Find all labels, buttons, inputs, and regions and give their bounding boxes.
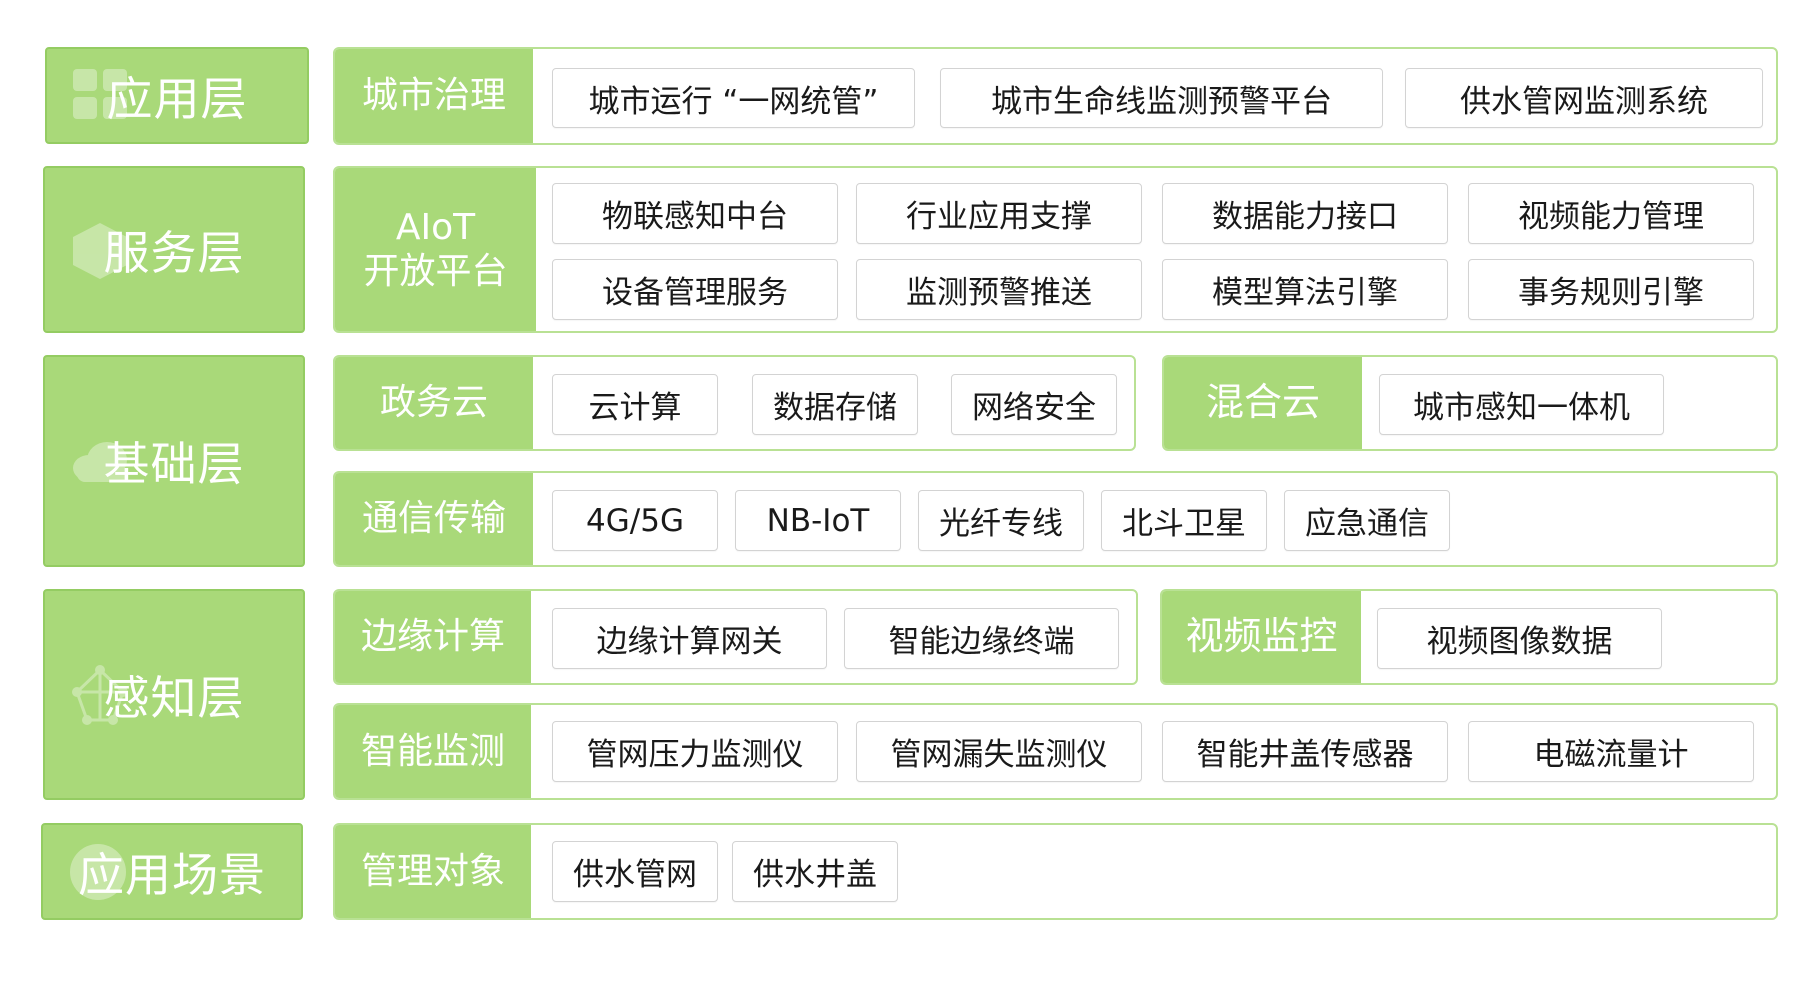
hybrid-cloud-title: 混合云: [1164, 357, 1362, 449]
app-grid-icon: [73, 68, 127, 119]
communication-item: 4G/5G: [552, 490, 718, 551]
management-objects-item: 供水井盖: [732, 841, 898, 902]
communication-item: NB-IoT: [735, 490, 901, 551]
communication-item: 北斗卫星: [1101, 490, 1267, 551]
edge-computing-item: 智能边缘终端: [844, 608, 1119, 669]
cube-icon: [73, 222, 127, 279]
video-monitoring-item: 视频图像数据: [1377, 608, 1662, 669]
video-monitoring-title: 视频监控: [1162, 591, 1361, 683]
panel-aiot: AIoT 开放平台 物联感知中台 行业应用支撑 数据能力接口 视频能力管理 设备…: [333, 166, 1778, 333]
layer-service-label: 服务层: [103, 225, 245, 280]
layer-scenario: 应用场景: [41, 823, 303, 920]
gov-cloud-item: 数据存储: [752, 374, 918, 435]
panel-edge-computing: 边缘计算 边缘计算网关 智能边缘终端: [333, 589, 1138, 685]
network-icon: [72, 664, 128, 725]
smart-monitoring-item: 智能井盖传感器: [1162, 721, 1448, 782]
city-governance-item: 供水管网监测系统: [1405, 68, 1763, 128]
hybrid-cloud-item: 城市感知一体机: [1379, 374, 1664, 435]
gov-cloud-item: 网络安全: [951, 374, 1117, 435]
aiot-item: 视频能力管理: [1468, 183, 1754, 244]
city-governance-title: 城市治理: [335, 49, 533, 143]
layer-application: 应用层: [45, 47, 309, 144]
layer-perception: 感知层: [43, 589, 305, 800]
layer-application-label: 应用层: [106, 71, 248, 126]
aiot-item: 数据能力接口: [1162, 183, 1448, 244]
panel-communication: 通信传输 4G/5G NB-IoT 光纤专线 北斗卫星 应急通信: [333, 471, 1778, 567]
layer-foundation: 基础层: [43, 355, 305, 567]
layer-foundation-label: 基础层: [103, 437, 245, 491]
city-governance-item: 城市运行 “一网统管”: [552, 68, 915, 128]
panel-smart-monitoring: 智能监测 管网压力监测仪 管网漏失监测仪 智能井盖传感器 电磁流量计: [333, 703, 1778, 800]
smart-monitoring-item: 管网漏失监测仪: [856, 721, 1142, 782]
communication-item: 光纤专线: [918, 490, 1084, 551]
aiot-title: AIoT 开放平台: [335, 168, 536, 331]
panel-management-objects: 管理对象 供水管网 供水井盖: [333, 823, 1778, 920]
panel-hybrid-cloud: 混合云 城市感知一体机: [1162, 355, 1778, 451]
management-objects-item: 供水管网: [552, 841, 718, 902]
aiot-item: 物联感知中台: [552, 183, 838, 244]
edge-computing-item: 边缘计算网关: [552, 608, 827, 669]
layer-service: 服务层: [43, 166, 305, 333]
cloud-icon: [73, 442, 127, 482]
smart-monitoring-item: 管网压力监测仪: [552, 721, 838, 782]
edge-computing-title: 边缘计算: [335, 591, 531, 683]
gov-cloud-item: 云计算: [552, 374, 718, 435]
communication-item: 应急通信: [1284, 490, 1450, 551]
smart-monitoring-item: 电磁流量计: [1468, 721, 1754, 782]
management-objects-title: 管理对象: [335, 825, 531, 918]
communication-title: 通信传输: [335, 473, 533, 565]
target-icon: [70, 843, 126, 900]
layer-scenario-label: 应用场景: [78, 847, 266, 902]
aiot-item: 事务规则引擎: [1468, 259, 1754, 320]
layer-perception-label: 感知层: [103, 670, 245, 725]
aiot-item: 监测预警推送: [856, 259, 1142, 320]
smart-monitoring-title: 智能监测: [335, 705, 531, 798]
panel-video-monitoring: 视频监控 视频图像数据: [1160, 589, 1778, 685]
panel-city-governance: 城市治理 城市运行 “一网统管” 城市生命线监测预警平台 供水管网监测系统: [333, 47, 1778, 145]
panel-gov-cloud: 政务云 云计算 数据存储 网络安全: [333, 355, 1136, 451]
aiot-item: 设备管理服务: [552, 259, 838, 320]
aiot-item: 行业应用支撑: [856, 183, 1142, 244]
aiot-item: 模型算法引擎: [1162, 259, 1448, 320]
city-governance-item: 城市生命线监测预警平台: [940, 68, 1383, 128]
aiot-title-line1: AIoT: [395, 207, 476, 249]
aiot-title-line2: 开放平台: [363, 250, 508, 292]
gov-cloud-title: 政务云: [335, 357, 533, 449]
